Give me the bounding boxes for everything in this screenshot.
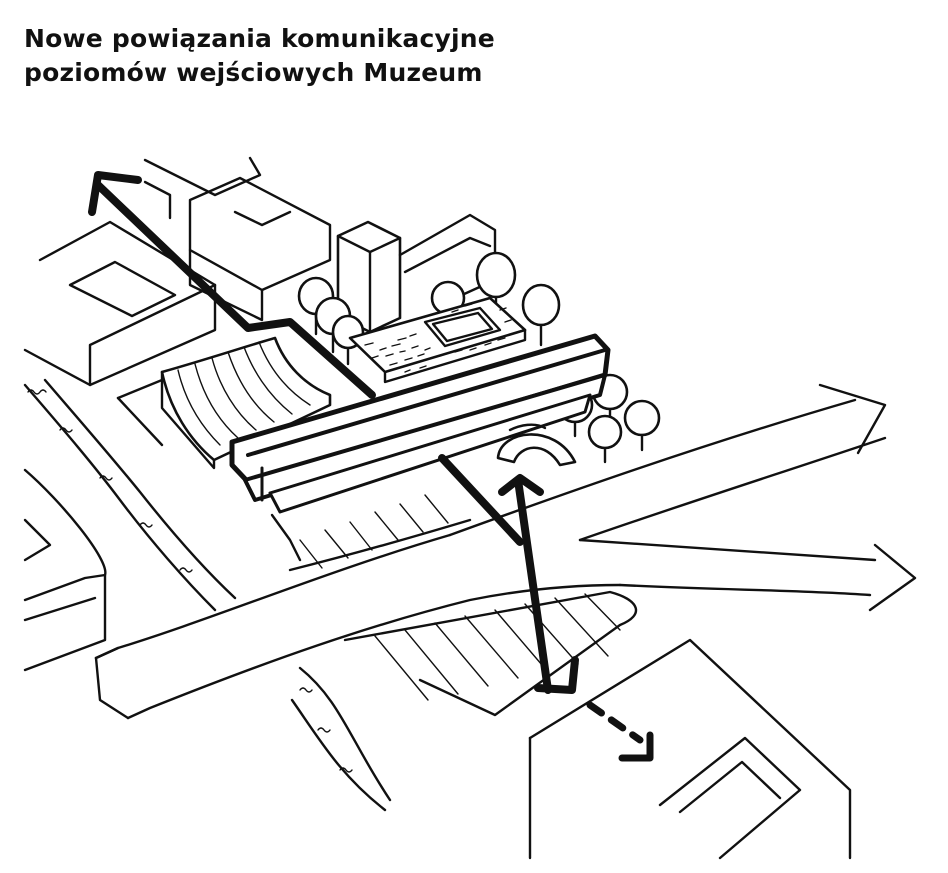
museum-roof-plaza [348, 296, 527, 384]
building-top-right [398, 213, 497, 307]
circulation-route [88, 171, 654, 762]
main-bar-building [229, 333, 611, 514]
building-left-courtyard [23, 220, 217, 387]
title-line-1: Nowe powiązania komunikacyjne [24, 24, 495, 53]
building-top-left-a [143, 156, 262, 220]
main-road-east-lower [578, 538, 917, 612]
main-road-west [94, 533, 622, 720]
curved-hall [116, 336, 332, 470]
bottom-right-building [528, 638, 852, 860]
parking-upper [270, 494, 472, 572]
parking-lower [343, 590, 638, 717]
tower [336, 220, 402, 334]
lower-left-building [23, 468, 107, 672]
left-wavy-street [23, 378, 237, 612]
trees-upper-left [297, 276, 365, 366]
half-ring-pavilion [496, 423, 577, 467]
diagram-title: Nowe powiązania komunikacyjne poziomów w… [24, 22, 495, 90]
trees-upper-right [430, 251, 561, 347]
bottom-wavy-street [290, 666, 392, 812]
title-line-2: poziomów wejściowych Muzeum [24, 58, 483, 87]
